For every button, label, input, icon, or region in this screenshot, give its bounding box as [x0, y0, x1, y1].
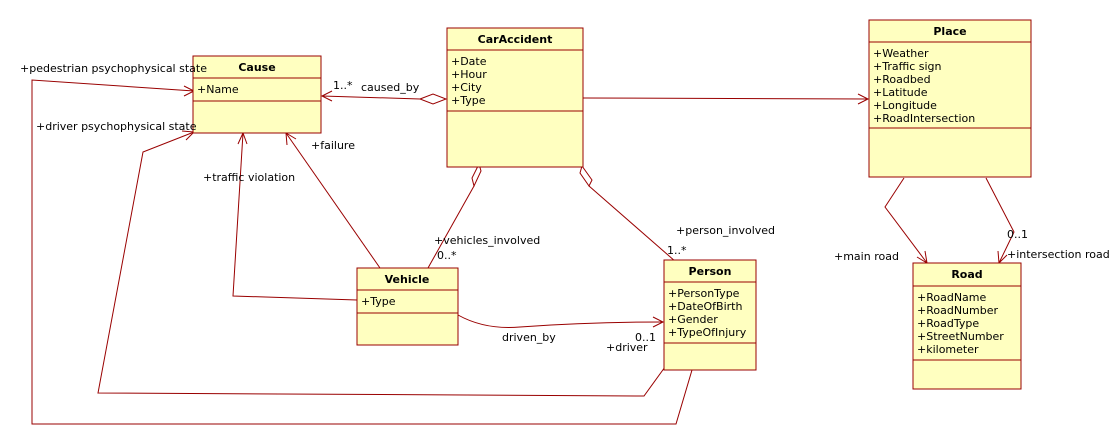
edge-pedestrian-state — [31, 79, 693, 425]
label-main-road: +main road — [834, 250, 899, 263]
edge-accident-place — [582, 97, 869, 100]
class-place-attr: +RoadIntersection — [873, 112, 975, 125]
class-car-accident[interactable]: CarAccident +Date +Hour +City +Type — [446, 27, 584, 168]
class-person-attr: +Gender — [668, 313, 718, 326]
class-car-accident-attr: +Type — [451, 94, 486, 107]
edge-driver-state — [97, 131, 666, 397]
label-intersection-road: +intersection road — [1007, 248, 1110, 261]
class-place[interactable]: Place +Weather +Traffic sign +Roadbed +L… — [868, 19, 1032, 178]
class-car-accident-attr: +Date — [451, 55, 487, 68]
edge-caused-by — [321, 95, 421, 100]
class-place-attr: +Longitude — [873, 99, 937, 112]
label-caused-by-mult: 1..* — [333, 79, 353, 92]
class-place-attr: +Latitude — [873, 86, 928, 99]
class-place-attr: +Roadbed — [873, 73, 931, 86]
label-driven-by: driven_by — [502, 331, 556, 344]
diamond-person-involved — [579, 164, 593, 187]
diamond-caused-by — [418, 93, 448, 105]
label-traffic-violation: +traffic violation — [203, 171, 295, 184]
class-road-attr: +RoadName — [917, 291, 987, 304]
label-driver-state: +driver psychophysical state — [36, 120, 197, 133]
class-person-title: Person — [689, 265, 732, 278]
class-road-attr: +RoadNumber — [917, 304, 998, 317]
class-person[interactable]: Person +PersonType +DateOfBirth +Gender … — [663, 259, 757, 371]
class-road[interactable]: Road +RoadName +RoadNumber +RoadType +St… — [912, 262, 1022, 390]
label-driver-mult: 0..1 — [635, 331, 656, 344]
class-road-title: Road — [951, 268, 982, 281]
class-road-attr: +kilometer — [917, 343, 979, 356]
arrowhead-caused-by — [320, 90, 333, 102]
label-person-involved: +person_involved — [676, 224, 775, 237]
edge-main-road — [884, 177, 928, 264]
class-car-accident-attr: +City — [451, 81, 482, 94]
class-place-title: Place — [933, 25, 966, 38]
class-road-attr: +RoadType — [917, 317, 979, 330]
label-failure: +failure — [311, 139, 355, 152]
class-car-accident-title: CarAccident — [478, 33, 553, 46]
edge-failure — [285, 132, 381, 269]
class-cause-attr: +Name — [197, 83, 239, 96]
class-cause-title: Cause — [238, 61, 275, 74]
class-vehicle[interactable]: Vehicle +Type — [356, 267, 459, 346]
class-cause[interactable]: Cause +Name — [192, 55, 322, 134]
class-vehicle-attr: +Type — [361, 295, 396, 308]
label-caused-by: caused_by — [361, 81, 420, 94]
label-vehicles-mult: 0..* — [437, 249, 457, 262]
label-intersection-mult: 0..1 — [1007, 228, 1028, 241]
edge-driven-by — [457, 314, 664, 328]
class-place-attr: +Traffic sign — [873, 60, 942, 73]
label-vehicles-involved: +vehicles_involved — [434, 234, 540, 247]
class-car-accident-attr: +Hour — [451, 68, 487, 81]
edge-traffic-violation — [232, 132, 358, 301]
label-pedestrian-state: +pedestrian psychophysical state — [20, 62, 207, 75]
edge-vehicles-involved — [427, 185, 475, 269]
class-vehicle-title: Vehicle — [385, 273, 430, 286]
arrowhead-driven-by — [652, 316, 665, 328]
class-road-attr: +StreetNumber — [917, 330, 1004, 343]
arrowhead-accident-place — [857, 93, 870, 105]
class-person-attr: +PersonType — [668, 287, 740, 300]
label-driver: +driver — [606, 341, 648, 354]
edge-person-involved — [588, 185, 677, 263]
label-person-mult: 1..* — [667, 244, 687, 257]
class-person-attr: +TypeOfInjury — [668, 326, 747, 339]
arrowhead-intersection-road — [997, 250, 1008, 265]
edge-intersection-road — [985, 177, 1015, 264]
class-person-attr: +DateOfBirth — [668, 300, 742, 313]
class-place-attr: +Weather — [873, 47, 929, 60]
